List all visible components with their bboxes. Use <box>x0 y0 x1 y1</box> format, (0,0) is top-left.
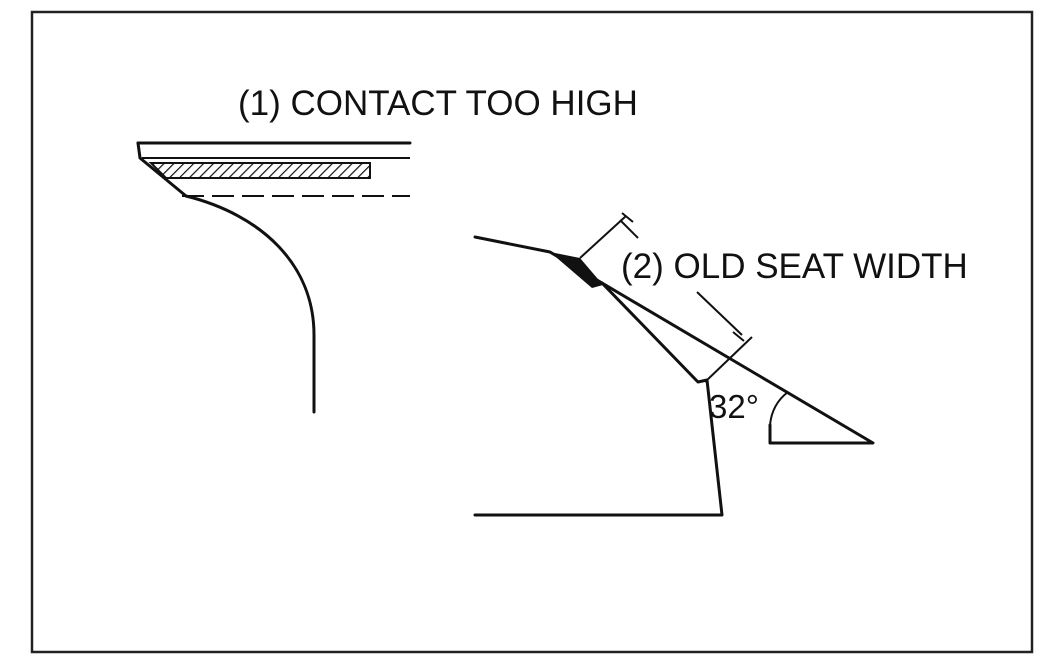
contact-mark <box>550 252 603 288</box>
contact-too-high-label: (1) CONTACT TOO HIGH <box>238 84 638 123</box>
valve-head <box>136 141 412 414</box>
old-seat-width-label: (2) OLD SEAT WIDTH <box>621 247 968 286</box>
figure-frame <box>30 10 1034 654</box>
angle-arc <box>769 391 789 426</box>
contact-area-hatch <box>148 162 371 179</box>
valve-stem-profile <box>184 194 316 414</box>
seat-width-dimension <box>579 212 753 383</box>
angle-label: 32° <box>709 388 759 425</box>
